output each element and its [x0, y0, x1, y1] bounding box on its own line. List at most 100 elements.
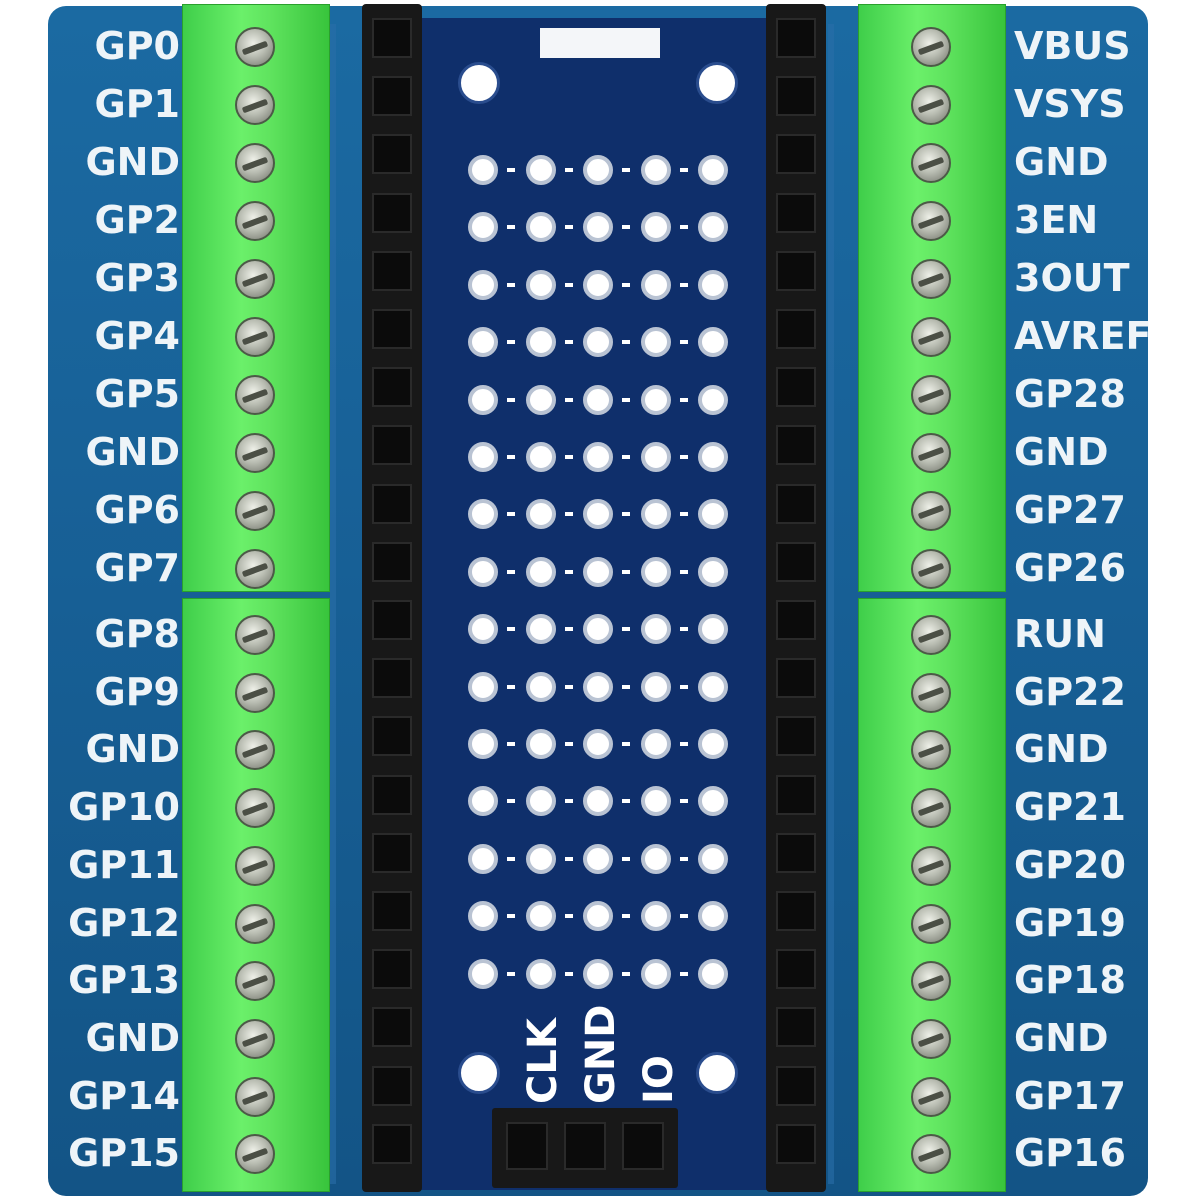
prototype-pad: [583, 843, 613, 874]
pin-label: RUN: [1014, 612, 1106, 656]
terminal-screw: [911, 961, 951, 1002]
header-socket: [372, 832, 412, 873]
prototype-pad: [583, 958, 613, 989]
mounting-hole: [458, 62, 500, 104]
header-socket: [776, 541, 816, 582]
pin-label: GP3: [94, 256, 180, 300]
pad-trace: [564, 340, 573, 345]
prototype-pad: [525, 269, 556, 300]
pin-label: GND: [85, 727, 180, 772]
pad-trace: [679, 397, 688, 402]
pin-label: GND: [1014, 140, 1109, 184]
pad-trace: [564, 799, 573, 804]
header-socket: [776, 1065, 816, 1106]
header-socket: [372, 541, 412, 582]
pad-trace: [622, 168, 630, 172]
pad-trace: [679, 455, 688, 459]
prototype-pad: [583, 786, 613, 817]
pin-label: GP22: [1014, 669, 1126, 714]
pad-trace: [507, 914, 515, 919]
prototype-pad: [698, 729, 728, 759]
prototype-pad: [525, 212, 556, 243]
header-socket: [776, 76, 816, 117]
terminal-screw: [235, 672, 275, 713]
pad-trace: [507, 569, 515, 574]
swd-header: [492, 1108, 678, 1188]
header-socket: [776, 367, 816, 408]
pad-trace: [564, 282, 573, 287]
terminal-screw: [911, 549, 951, 589]
pad-trace: [564, 684, 573, 689]
pad-trace: [507, 627, 515, 632]
header-socket: [372, 1065, 412, 1106]
pin-label: GP21: [1014, 785, 1126, 830]
pin-label: GP16: [1014, 1131, 1126, 1176]
pin-label: GP8: [94, 612, 180, 656]
terminal-screw: [911, 85, 951, 125]
pad-trace: [564, 168, 573, 172]
header-socket: [372, 18, 412, 58]
pad-trace: [507, 225, 515, 230]
pad-trace: [507, 742, 515, 746]
terminal-screw: [911, 1018, 951, 1059]
terminal-screw: [235, 491, 275, 531]
pin-label: VSYS: [1014, 82, 1126, 126]
pad-trace: [622, 340, 630, 345]
pin-label: GP28: [1014, 372, 1126, 416]
prototype-pad: [525, 384, 556, 415]
pin-label: GP10: [68, 785, 180, 830]
prototype-pad: [640, 556, 671, 587]
pin-label: 3EN: [1014, 198, 1099, 242]
pad-trace: [679, 569, 688, 574]
pad-trace: [564, 225, 573, 230]
prototype-pad: [640, 786, 671, 817]
female-header-left: [362, 4, 422, 1192]
header-socket: [372, 658, 412, 699]
pin-label: GP2: [94, 198, 180, 242]
prototype-pad: [640, 901, 671, 932]
terminal-screw: [911, 201, 951, 241]
pin-label: GP6: [94, 488, 180, 532]
prototype-pad: [583, 671, 613, 702]
header-socket: [776, 774, 816, 815]
prototype-pad: [640, 384, 671, 415]
swd-label-gnd: GND: [578, 1004, 624, 1104]
header-socket: [776, 134, 816, 175]
pin-label: GND: [85, 140, 180, 184]
header-socket: [776, 658, 816, 699]
header-socket: [776, 600, 816, 640]
prototype-pad: [525, 786, 556, 817]
pad-trace: [507, 340, 515, 345]
terminal-screw: [911, 845, 951, 886]
prototype-pad: [583, 269, 613, 300]
pad-trace: [622, 627, 630, 632]
header-socket: [776, 832, 816, 873]
prototype-pad: [525, 155, 556, 185]
pad-trace: [564, 742, 573, 746]
prototype-pad: [525, 614, 556, 645]
header-socket: [776, 949, 816, 990]
pad-trace: [564, 569, 573, 574]
pin-label: GP13: [68, 958, 180, 1003]
pad-trace: [564, 856, 573, 861]
prototype-pad: [698, 269, 728, 300]
pin-label: GND: [1014, 727, 1109, 772]
pad-trace: [564, 971, 573, 976]
prototype-pad: [583, 212, 613, 243]
prototype-pad: [698, 843, 728, 874]
pad-trace: [622, 455, 630, 459]
prototype-pad: [583, 556, 613, 587]
header-socket: [372, 309, 412, 349]
prototype-pad: [640, 212, 671, 243]
terminal-screw: [235, 375, 275, 415]
pad-trace: [679, 856, 688, 861]
pad-trace: [507, 856, 515, 861]
board-rail: [828, 24, 834, 1184]
female-header-right: [766, 4, 826, 1192]
header-socket: [776, 891, 816, 931]
pad-trace: [622, 684, 630, 689]
prototype-pad: [698, 786, 728, 817]
prototype-pad: [640, 843, 671, 874]
pin-label: GP11: [68, 842, 180, 887]
header-socket: [372, 76, 412, 117]
